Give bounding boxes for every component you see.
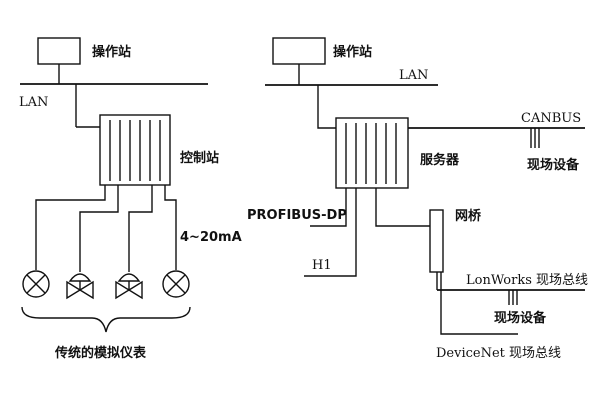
wire-to-instrument-3 xyxy=(128,185,153,272)
traditional-system: 操作站 LAN 控制站 4~20mA xyxy=(19,37,242,361)
grouping-brace xyxy=(21,306,191,333)
indicator-icon xyxy=(162,270,190,298)
bridge-label: 网桥 xyxy=(455,208,482,224)
fieldbus-system: 操作站 LAN 服务器 CANBUS 现场设备 PROFIBUS-DP H1 网… xyxy=(247,37,588,361)
wire-to-instrument-2 xyxy=(79,185,119,272)
indicator-icon xyxy=(22,270,50,298)
canbus-label: CANBUS xyxy=(521,111,581,126)
bridge-box xyxy=(429,209,444,273)
signal-label: 4~20mA xyxy=(180,230,242,245)
profibus-label: PROFIBUS-DP xyxy=(247,208,347,223)
server-rack xyxy=(335,117,409,189)
left-controller-label: 控制站 xyxy=(180,150,219,166)
lonworks-label: LonWorks 现场总线 xyxy=(466,273,588,288)
right-operator-station-box xyxy=(272,37,326,65)
right-lan-label: LAN xyxy=(399,68,428,83)
lonworks-devices-label: 现场设备 xyxy=(494,310,547,326)
h1-line xyxy=(304,188,357,277)
right-operator-station-label: 操作站 xyxy=(333,44,372,60)
control-valve-icon xyxy=(115,273,143,300)
left-caption: 传统的模拟仪表 xyxy=(54,345,147,361)
left-operator-station-box xyxy=(37,37,81,65)
left-lan-label: LAN xyxy=(19,95,48,110)
canbus-devices-label: 现场设备 xyxy=(527,157,580,173)
server-to-bridge xyxy=(375,188,430,227)
control-valve-icon xyxy=(66,273,94,300)
wire-to-instrument-1 xyxy=(35,185,106,270)
server-label: 服务器 xyxy=(420,152,460,168)
profibus-line xyxy=(310,188,347,227)
devicenet-label: DeviceNet 现场总线 xyxy=(436,346,561,361)
h1-label: H1 xyxy=(312,258,332,273)
left-controller-rack xyxy=(99,114,171,186)
devicenet-line xyxy=(440,272,518,335)
wire-to-instrument-4 xyxy=(164,185,177,270)
lan-to-server xyxy=(317,85,336,129)
left-operator-station-label: 操作站 xyxy=(92,44,131,60)
